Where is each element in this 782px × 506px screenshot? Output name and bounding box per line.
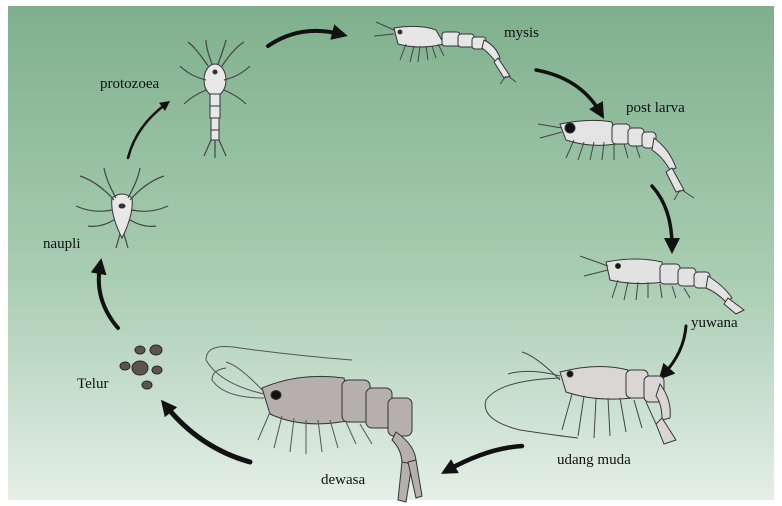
label-mysis: mysis	[504, 25, 539, 42]
label-yuwana: yuwana	[691, 315, 738, 332]
label-telur: Telur	[77, 376, 108, 393]
label-naupli: naupli	[43, 236, 81, 253]
label-protozoea: protozoea	[100, 76, 159, 93]
label-post-larva: post larva	[626, 100, 685, 117]
label-dewasa: dewasa	[321, 472, 365, 489]
label-udang-muda: udang muda	[557, 452, 631, 469]
